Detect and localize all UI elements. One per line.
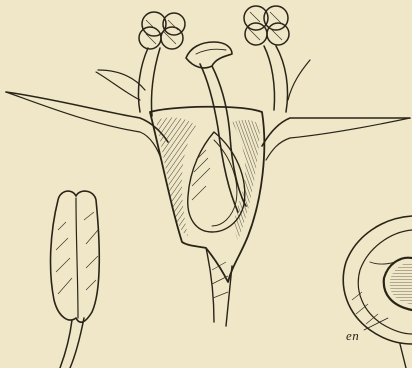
stigma [186,42,232,68]
left-filament [138,48,160,116]
right-filament [264,46,288,112]
left-anther [139,12,185,49]
right-anther [244,6,289,45]
back-petal-left [96,72,140,100]
flower-section [6,6,410,326]
pedicel [206,248,232,326]
seed-section [343,216,412,368]
back-petal-right [288,60,310,100]
label-en: en [346,328,359,344]
detached-anther [51,191,100,368]
style [200,64,246,212]
